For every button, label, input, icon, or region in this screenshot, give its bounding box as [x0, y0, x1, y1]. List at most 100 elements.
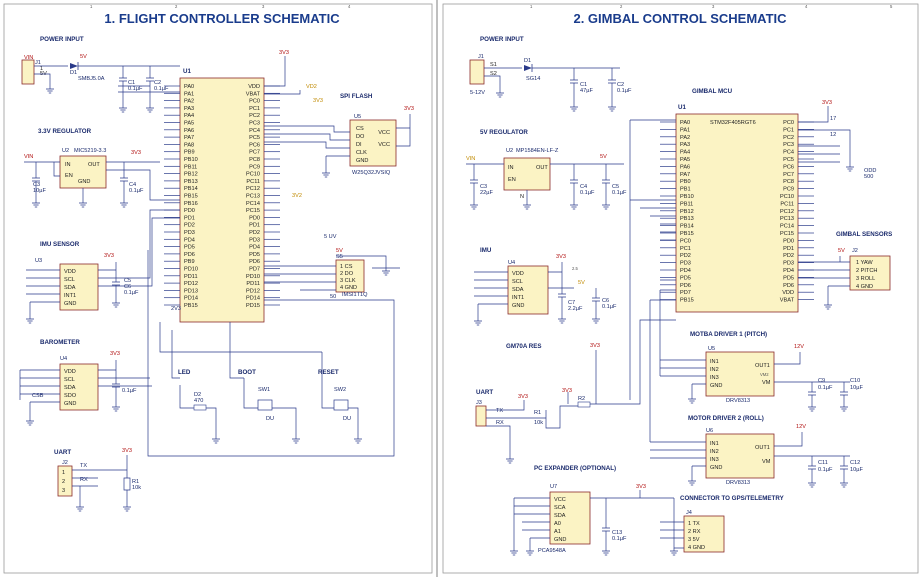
right-motor1-title: MOTBA DRIVER 1 (PITCH): [690, 331, 767, 338]
right-imu-title: IMU: [480, 247, 492, 254]
left-power-input: POWER INPUT VIN J1 1 5V D1 SMBJ5.0A 5V C…: [21, 36, 180, 105]
right-mcu-lpin-8: PB0: [680, 179, 691, 185]
left-mcu-lpin-16: PB16: [184, 201, 198, 207]
ground-symbol-19: [608, 104, 616, 112]
left-uart: UART J2 1 2 3 TX RX 3V3 R1 10k: [54, 448, 141, 504]
ruler-r1: 1: [530, 4, 533, 9]
ruler-r2: 2: [620, 4, 623, 9]
left-mcu-rpin-20: PD2: [249, 230, 260, 236]
left-mcu-lpin-28: PD13: [184, 288, 198, 294]
left-sheet-title: 1. FLIGHT CONTROLLER SCHEMATIC: [104, 11, 340, 26]
left-mcu-lpin-14: PB14: [184, 186, 198, 192]
right-imu-c7v: 2.2µF: [568, 306, 583, 312]
right-j1-ref: J1: [478, 54, 484, 60]
ground-symbol-16: [354, 436, 362, 444]
right-mcu-lpin-23: PD7: [680, 290, 691, 296]
right-imu-chip: [507, 265, 549, 315]
left-uart-rx: RX: [80, 477, 88, 483]
left-reg-title: 3.3V REGULATOR: [38, 128, 92, 135]
right-motor1-out: OUT1: [755, 363, 770, 369]
right-pcexp-pin-2: SDA: [554, 513, 566, 519]
right-mcu-lpin-5: PA5: [680, 157, 690, 163]
right-motor2-c12: C12: [850, 460, 860, 466]
right-motor1-pin-3: GND: [710, 383, 722, 389]
left-boot-switch[interactable]: [257, 399, 273, 411]
right-motor1-c9: C9: [818, 378, 825, 384]
left-5v-net: 5V: [80, 54, 87, 60]
right-pc-expander: PC EXPANDER (OPTIONAL) U7 VCCSCASDAA0A1G…: [513, 465, 674, 554]
ground-symbols: [26, 86, 854, 556]
right-uart: UART J3 TX RX 3V3 3V3 R2 R1 10k: [475, 388, 596, 456]
left-mcu-rpin-6: PC4: [249, 128, 260, 134]
ground-symbol-9: [26, 418, 34, 426]
right-motor1-vm: VM: [762, 380, 771, 386]
left-mcu-rpin-26: PD10: [246, 274, 260, 280]
left-mcu-ref: U1: [183, 68, 191, 75]
left-reg-in-pin: IN: [65, 162, 71, 168]
right-imu-pin-2: SDA: [512, 287, 524, 293]
right-mcu-rpin-4: PC4: [783, 150, 794, 156]
left-mcu-lpin-12: PB12: [184, 172, 198, 178]
left-s5-pin-1: 2 DO: [340, 271, 354, 277]
left-mcu-lpin-5: PA5: [184, 121, 194, 127]
right-imu-pin-0: VDD: [512, 271, 524, 277]
left-mcu-rpin-30: PD15: [246, 303, 260, 309]
ground-symbol-25: [592, 316, 600, 324]
right-pcexp-c13v: 0.1µF: [612, 536, 627, 542]
right-uart-r1: R1: [534, 410, 541, 416]
right-uart-r2: R2: [578, 396, 585, 402]
right-reg-in: IN: [508, 165, 514, 171]
left-boot-sw1: SW1: [258, 387, 270, 393]
left-imu-c6-ref: C6: [124, 284, 131, 290]
left-baro-u4-chip: [59, 363, 99, 411]
right-mcu-rpin-17: PD1: [783, 246, 794, 252]
left-reset-switch[interactable]: [333, 399, 349, 411]
left-d1-part: SMBJ5.0A: [78, 76, 105, 82]
left-led: LED D2 470: [178, 369, 217, 436]
left-mcu-rpin-16: PC14: [246, 201, 260, 207]
ground-symbol-20: [470, 202, 478, 210]
right-mcu-3v3: 3V3: [822, 100, 832, 106]
right-motor2-c11v: 0.1µF: [818, 467, 833, 473]
right-motor1-c9v: 0.1µF: [818, 385, 833, 391]
right-mcu-rpin-23: VDD: [782, 290, 794, 296]
right-j1-s2: S2: [490, 71, 497, 77]
left-vin-label: VIN: [24, 55, 33, 61]
left-uart-tx: TX: [80, 463, 87, 469]
left-s5-connector: [335, 259, 365, 293]
left-mcu-lpin-2: PA2: [184, 99, 194, 105]
right-mcu-rpin-9: PC9: [783, 187, 794, 193]
left-mcu-lpin-8: PA8: [184, 142, 194, 148]
left-mcu-rpin-17: PC15: [246, 208, 260, 214]
right-imu-pin-4: GND: [512, 303, 524, 309]
right-gps-j4: J4: [686, 510, 692, 516]
right-c4-ref: C4: [580, 184, 587, 190]
left-uart-j2: J2: [62, 460, 68, 466]
right-reg-title: 5V REGULATOR: [480, 129, 528, 136]
left-j1-ref: J1: [35, 60, 41, 66]
right-motor2-12v: 12V: [796, 424, 806, 430]
right-motor2-c11: C11: [818, 460, 828, 466]
left-reg-u2-chip: [59, 155, 107, 189]
left-mcu-lpin-20: PD3: [184, 230, 195, 236]
right-motor2-pin-1: IN2: [710, 449, 719, 455]
right-motor1-partno: DRV8313: [726, 398, 750, 404]
left-led-resistor: [193, 404, 207, 411]
left-flash-title: SPI FLASH: [340, 93, 373, 100]
left-j1-pin1: 1: [40, 66, 43, 72]
left-uart-pin1: 1: [62, 470, 65, 476]
left-baro-pin-3: SDO: [64, 393, 77, 399]
left-mcu-lpin-18: PD1: [184, 215, 195, 221]
left-mcu-rpin-21: PD3: [249, 237, 260, 243]
left-mcu-lpin-6: PA6: [184, 128, 194, 134]
left-s5-pin-0: 1 CS: [340, 264, 353, 270]
left-mcu-rpin-4: PC2: [249, 113, 260, 119]
right-motor2-vm: VM: [762, 459, 771, 465]
left-flash-vd2: VD2: [306, 84, 317, 90]
ground-symbol-24: [558, 316, 566, 324]
right-d1-ref: D1: [524, 58, 531, 64]
right-mcu-lpin-1: PA1: [680, 127, 690, 133]
right-uart-title: UART: [476, 389, 493, 396]
right-gps-title: CONNECTOR TO GPS/TELEMETRY: [680, 495, 785, 502]
